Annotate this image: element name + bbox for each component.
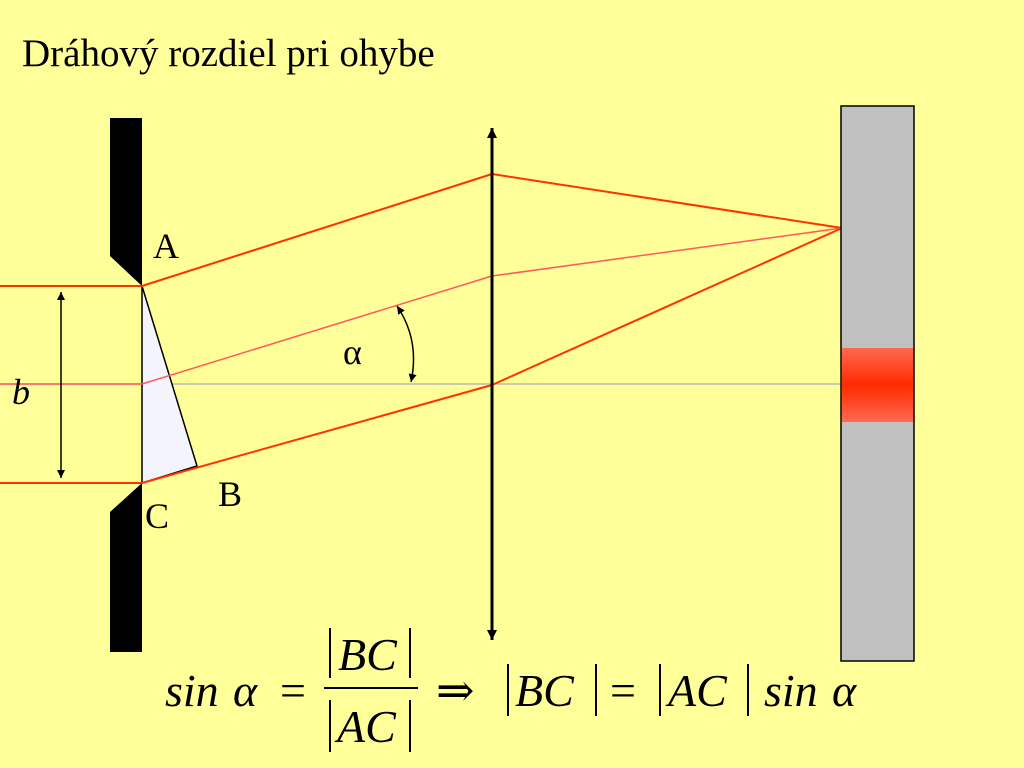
bright-spot xyxy=(842,348,913,422)
formula-lhs-alpha: α xyxy=(233,665,258,716)
focused-ray-middle xyxy=(491,227,843,277)
formula-denominator: AC xyxy=(334,701,397,752)
focused-ray-top xyxy=(491,173,843,229)
diffracted-ray-top xyxy=(141,173,493,287)
formula-rhs-sin: sin xyxy=(764,665,818,716)
slide-title: Dráhový rozdiel pri ohybe xyxy=(22,32,435,75)
diffracted-ray-middle xyxy=(141,275,493,385)
label-point-c: C xyxy=(145,496,169,536)
formula: sin α = BC AC ⇒ BC = AC sin α xyxy=(165,628,857,752)
formula-rhs-base: AC xyxy=(665,665,728,716)
formula-rhs-segment: BC xyxy=(515,665,575,716)
slit-plate-upper xyxy=(110,118,142,286)
label-point-a: A xyxy=(153,226,179,266)
formula-implies: ⇒ xyxy=(436,665,475,716)
formula-lhs-sin: sin xyxy=(165,665,219,716)
formula-rhs-alpha: α xyxy=(832,665,857,716)
diffracted-ray-bottom xyxy=(141,384,493,484)
formula-rhs-equals: = xyxy=(610,665,636,716)
angle-arc xyxy=(396,305,417,383)
label-width-b: b xyxy=(12,372,30,412)
label-point-b: B xyxy=(218,474,242,514)
slit-plate-lower xyxy=(110,483,142,652)
formula-equals: = xyxy=(280,665,306,716)
focused-ray-bottom xyxy=(491,227,843,386)
formula-numerator: BC xyxy=(338,629,398,680)
label-angle-alpha: α xyxy=(343,332,362,372)
